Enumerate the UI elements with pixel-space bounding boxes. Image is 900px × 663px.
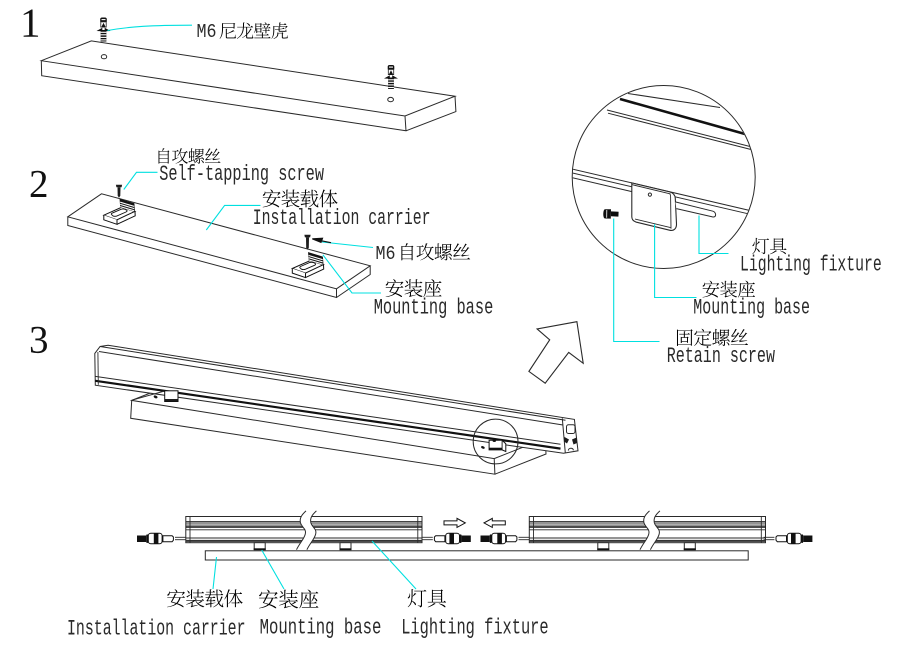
- svg-text:Mounting base: Mounting base: [260, 616, 382, 641]
- svg-text:3: 3: [29, 318, 49, 361]
- svg-text:Installation carrier: Installation carrier: [67, 616, 246, 641]
- svg-text:Mounting base: Mounting base: [693, 295, 810, 320]
- svg-text:Self-tapping screw: Self-tapping screw: [159, 162, 324, 187]
- svg-text:1: 1: [20, 0, 41, 45]
- svg-text:M6: M6: [376, 243, 396, 265]
- svg-text:Mounting base: Mounting base: [374, 295, 494, 320]
- svg-text:Retain screw: Retain screw: [667, 344, 775, 369]
- svg-text:Lighting fixture: Lighting fixture: [740, 253, 882, 278]
- svg-text:M6: M6: [197, 21, 217, 43]
- svg-text:2: 2: [29, 163, 49, 206]
- svg-text:Installation carrier: Installation carrier: [253, 206, 431, 231]
- svg-text:Lighting fixture: Lighting fixture: [401, 616, 548, 641]
